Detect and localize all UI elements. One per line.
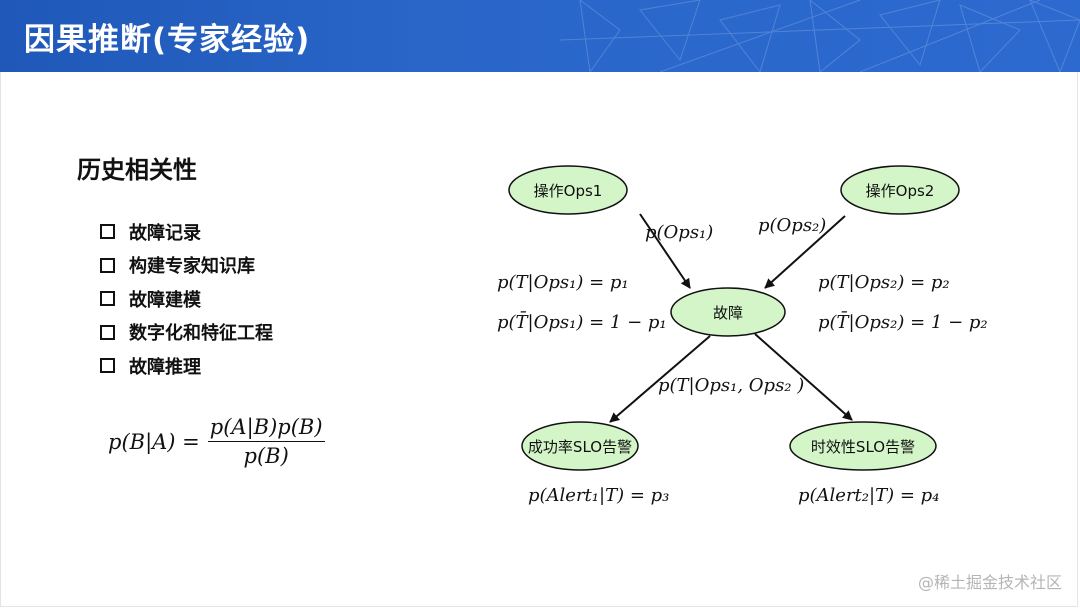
edge-fault-to-timeliness-alert bbox=[754, 333, 853, 421]
square-bullet-icon bbox=[100, 257, 115, 273]
edge-ops1-to-fault bbox=[639, 213, 691, 289]
node-timeliness-alert: 时效性SLO告警 bbox=[789, 421, 937, 471]
label-p-t-ops1: p(T|Ops₁) = p₁ bbox=[497, 272, 629, 293]
header-pattern-decoration bbox=[560, 0, 1080, 72]
label-p-tbar-ops1: p(T̄|Ops₁) = 1 − p₁ bbox=[497, 310, 667, 333]
square-bullet-icon bbox=[100, 224, 115, 240]
watermark: @稀土掘金技术社区 bbox=[917, 573, 1062, 592]
bullet-item: 故障建模 bbox=[100, 282, 273, 316]
bullet-item: 故障推理 bbox=[100, 349, 273, 383]
label-p-tbar-ops2: p(T̄|Ops₂) = 1 − p₂ bbox=[818, 310, 988, 333]
node-timeliness-alert-label: 时效性SLO告警 bbox=[811, 438, 915, 456]
label-p-t-ops2: p(T|Ops₂) = p₂ bbox=[818, 272, 950, 293]
node-ops1-label: 操作Ops1 bbox=[534, 182, 603, 200]
bullet-label: 故障建模 bbox=[129, 289, 201, 311]
bullet-label: 故障推理 bbox=[129, 356, 201, 378]
label-p-t-both: p(T|Ops₁, Ops₂ ) bbox=[658, 375, 804, 396]
bullet-label: 故障记录 bbox=[129, 222, 201, 244]
page-title: 因果推断(专家经验) bbox=[24, 22, 311, 58]
square-bullet-icon bbox=[100, 358, 115, 374]
square-bullet-icon bbox=[100, 291, 115, 307]
label-p-ops2: p(Ops₂) bbox=[758, 215, 826, 236]
edge-ops2-to-fault bbox=[764, 215, 846, 289]
causal-diagram: 操作Ops1 操作Ops2 故障 成功率SLO告警 时效性SLO告警 p(Ops… bbox=[497, 165, 988, 506]
node-ops2-label: 操作Ops2 bbox=[866, 182, 935, 200]
formula-numerator: p(A|B)p(B) bbox=[207, 415, 325, 442]
bullet-label: 数字化和特征工程 bbox=[129, 323, 273, 345]
formula-fraction: p(A|B)p(B) p(B) bbox=[207, 415, 325, 468]
header-bar: 因果推断(专家经验) bbox=[0, 0, 1080, 72]
label-p-ops1: p(Ops₁) bbox=[645, 222, 713, 243]
bayes-formula: p(B|A) = p(A|B)p(B) p(B) bbox=[108, 415, 325, 468]
bullet-label: 构建专家知识库 bbox=[129, 256, 255, 278]
slide-frame bbox=[0, 72, 1078, 607]
node-fault-label: 故障 bbox=[713, 304, 743, 322]
bullet-item: 构建专家知识库 bbox=[100, 249, 273, 283]
node-success-alert: 成功率SLO告警 bbox=[521, 421, 639, 471]
node-ops1: 操作Ops1 bbox=[508, 165, 628, 215]
bullet-item: 故障记录 bbox=[100, 215, 273, 249]
bullet-item: 数字化和特征工程 bbox=[100, 316, 273, 350]
bullet-list: 故障记录 构建专家知识库 故障建模 数字化和特征工程 故障推理 bbox=[100, 215, 273, 383]
label-p-alert1: p(Alert₁|T) = p₃ bbox=[528, 485, 669, 506]
node-fault: 故障 bbox=[670, 287, 786, 337]
node-ops2: 操作Ops2 bbox=[840, 165, 960, 215]
node-success-alert-label: 成功率SLO告警 bbox=[528, 438, 632, 456]
section-title: 历史相关性 bbox=[77, 156, 197, 184]
label-p-alert2: p(Alert₂|T) = p₄ bbox=[798, 485, 939, 506]
edge-fault-to-success-alert bbox=[609, 335, 711, 423]
formula-lhs: p(B|A) = bbox=[108, 429, 200, 454]
square-bullet-icon bbox=[100, 324, 115, 340]
formula-denominator: p(B) bbox=[243, 444, 289, 468]
